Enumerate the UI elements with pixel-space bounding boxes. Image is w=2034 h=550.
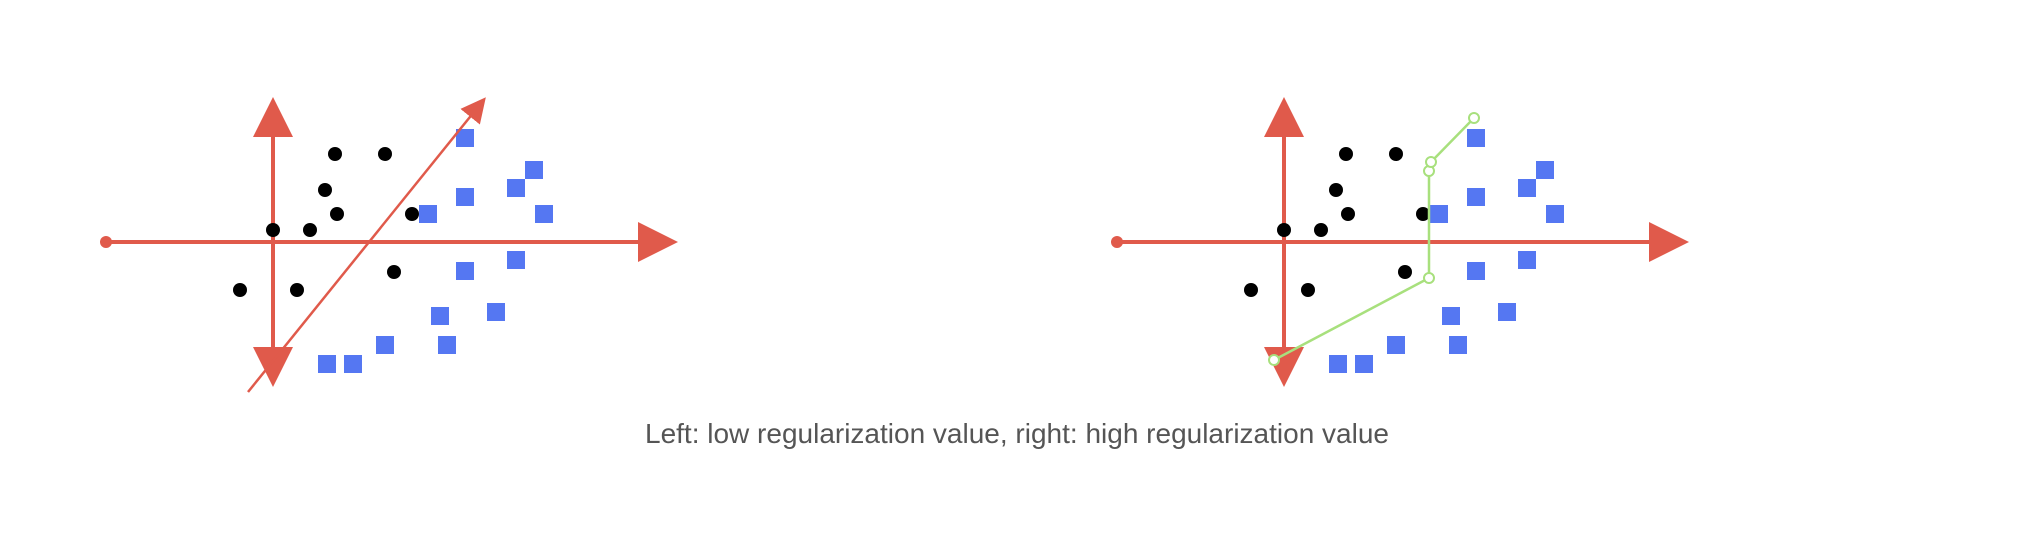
x-axis-origin-dot: [1111, 236, 1123, 248]
class-b-point: [431, 307, 449, 325]
panel-high-regularization: [1111, 97, 1689, 387]
class-b-point: [507, 251, 525, 269]
class-b-point: [487, 303, 505, 321]
class-a-point: [1389, 147, 1403, 161]
class-a-point: [233, 283, 247, 297]
class-b-point: [1518, 251, 1536, 269]
boundary-vertex: [1268, 354, 1280, 366]
class-b-point: [525, 161, 543, 179]
boundary-vertex: [1425, 156, 1437, 168]
class-a-point: [1416, 207, 1430, 221]
class-b-point: [318, 355, 336, 373]
class-a-point: [303, 223, 317, 237]
class-b-point: [1355, 355, 1373, 373]
class-b-point: [507, 179, 525, 197]
class-a-point: [1329, 183, 1343, 197]
class-b-point: [376, 336, 394, 354]
class-b-point: [1442, 307, 1460, 325]
class-b-point: [1498, 303, 1516, 321]
class-a-point: [405, 207, 419, 221]
class-a-point: [318, 183, 332, 197]
class-b-point: [535, 205, 553, 223]
class-b-point: [456, 129, 474, 147]
class-a-point: [1277, 223, 1291, 237]
class-b-point: [1467, 129, 1485, 147]
class-a-point: [1244, 283, 1258, 297]
class-b-point: [1449, 336, 1467, 354]
class-a-point: [378, 147, 392, 161]
class-a-point: [266, 223, 280, 237]
class-a-point: [1339, 147, 1353, 161]
class-a-point: [290, 283, 304, 297]
x-axis-origin-dot: [100, 236, 112, 248]
class-a-point: [1301, 283, 1315, 297]
class-b-point: [1518, 179, 1536, 197]
decision-boundary: [247, 97, 486, 393]
class-a-point: [330, 207, 344, 221]
class-b-point: [344, 355, 362, 373]
class-b-point: [456, 262, 474, 280]
class-b-point: [1467, 262, 1485, 280]
class-a-point: [328, 147, 342, 161]
class-b-point: [1536, 161, 1554, 179]
class-a-point: [1314, 223, 1328, 237]
class-b-point: [419, 205, 437, 223]
boundary-vertex: [1468, 112, 1480, 124]
figure-caption: Left: low regularization value, right: h…: [645, 418, 1389, 449]
class-b-point: [1546, 205, 1564, 223]
class-b-point: [438, 336, 456, 354]
class-a-point: [387, 265, 401, 279]
class-a-point: [1341, 207, 1355, 221]
class-b-point: [1467, 188, 1485, 206]
boundary-vertex: [1423, 272, 1435, 284]
panel-low-regularization: [100, 97, 678, 393]
class-b-point: [1387, 336, 1405, 354]
class-b-point: [1430, 205, 1448, 223]
class-a-point: [1398, 265, 1412, 279]
class-b-point: [1329, 355, 1347, 373]
class-b-point: [456, 188, 474, 206]
